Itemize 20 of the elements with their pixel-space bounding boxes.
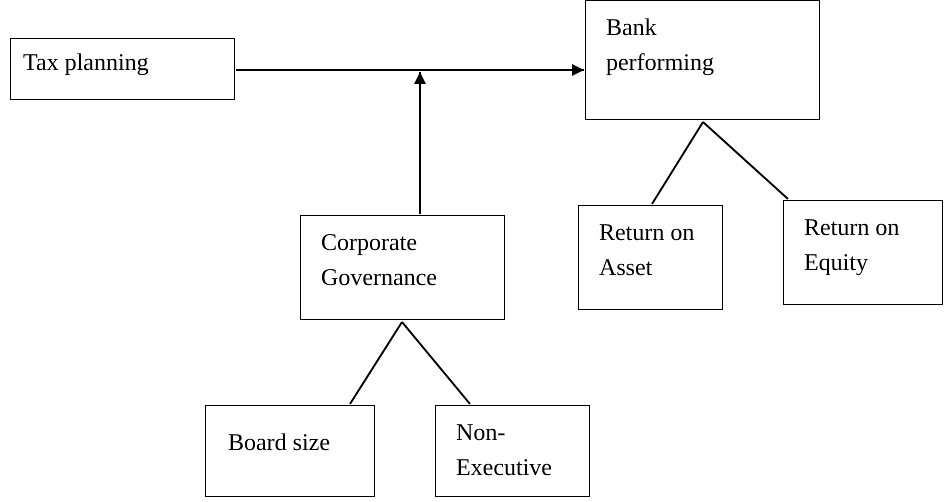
connector-line [401, 321, 471, 405]
text-box [300, 215, 505, 320]
text-box [10, 38, 235, 100]
text-box [435, 405, 590, 497]
connector-line [702, 121, 789, 200]
node-label: Board size [228, 429, 331, 458]
arrow [236, 64, 584, 76]
node-label: Tax planning [23, 49, 150, 78]
text-box [578, 205, 723, 310]
connector-line [349, 321, 403, 405]
node-label: Corporate Governance [321, 229, 438, 293]
node-label: Return on Equity [804, 214, 900, 278]
text-box [585, 0, 820, 120]
node-label: Bank performing [606, 14, 715, 78]
text-box [783, 200, 943, 305]
node-label: Return on Asset [599, 219, 696, 283]
connector-line [651, 121, 704, 205]
node-label: Non-Executive [456, 419, 553, 483]
text-box [205, 405, 375, 497]
arrow [414, 72, 426, 214]
